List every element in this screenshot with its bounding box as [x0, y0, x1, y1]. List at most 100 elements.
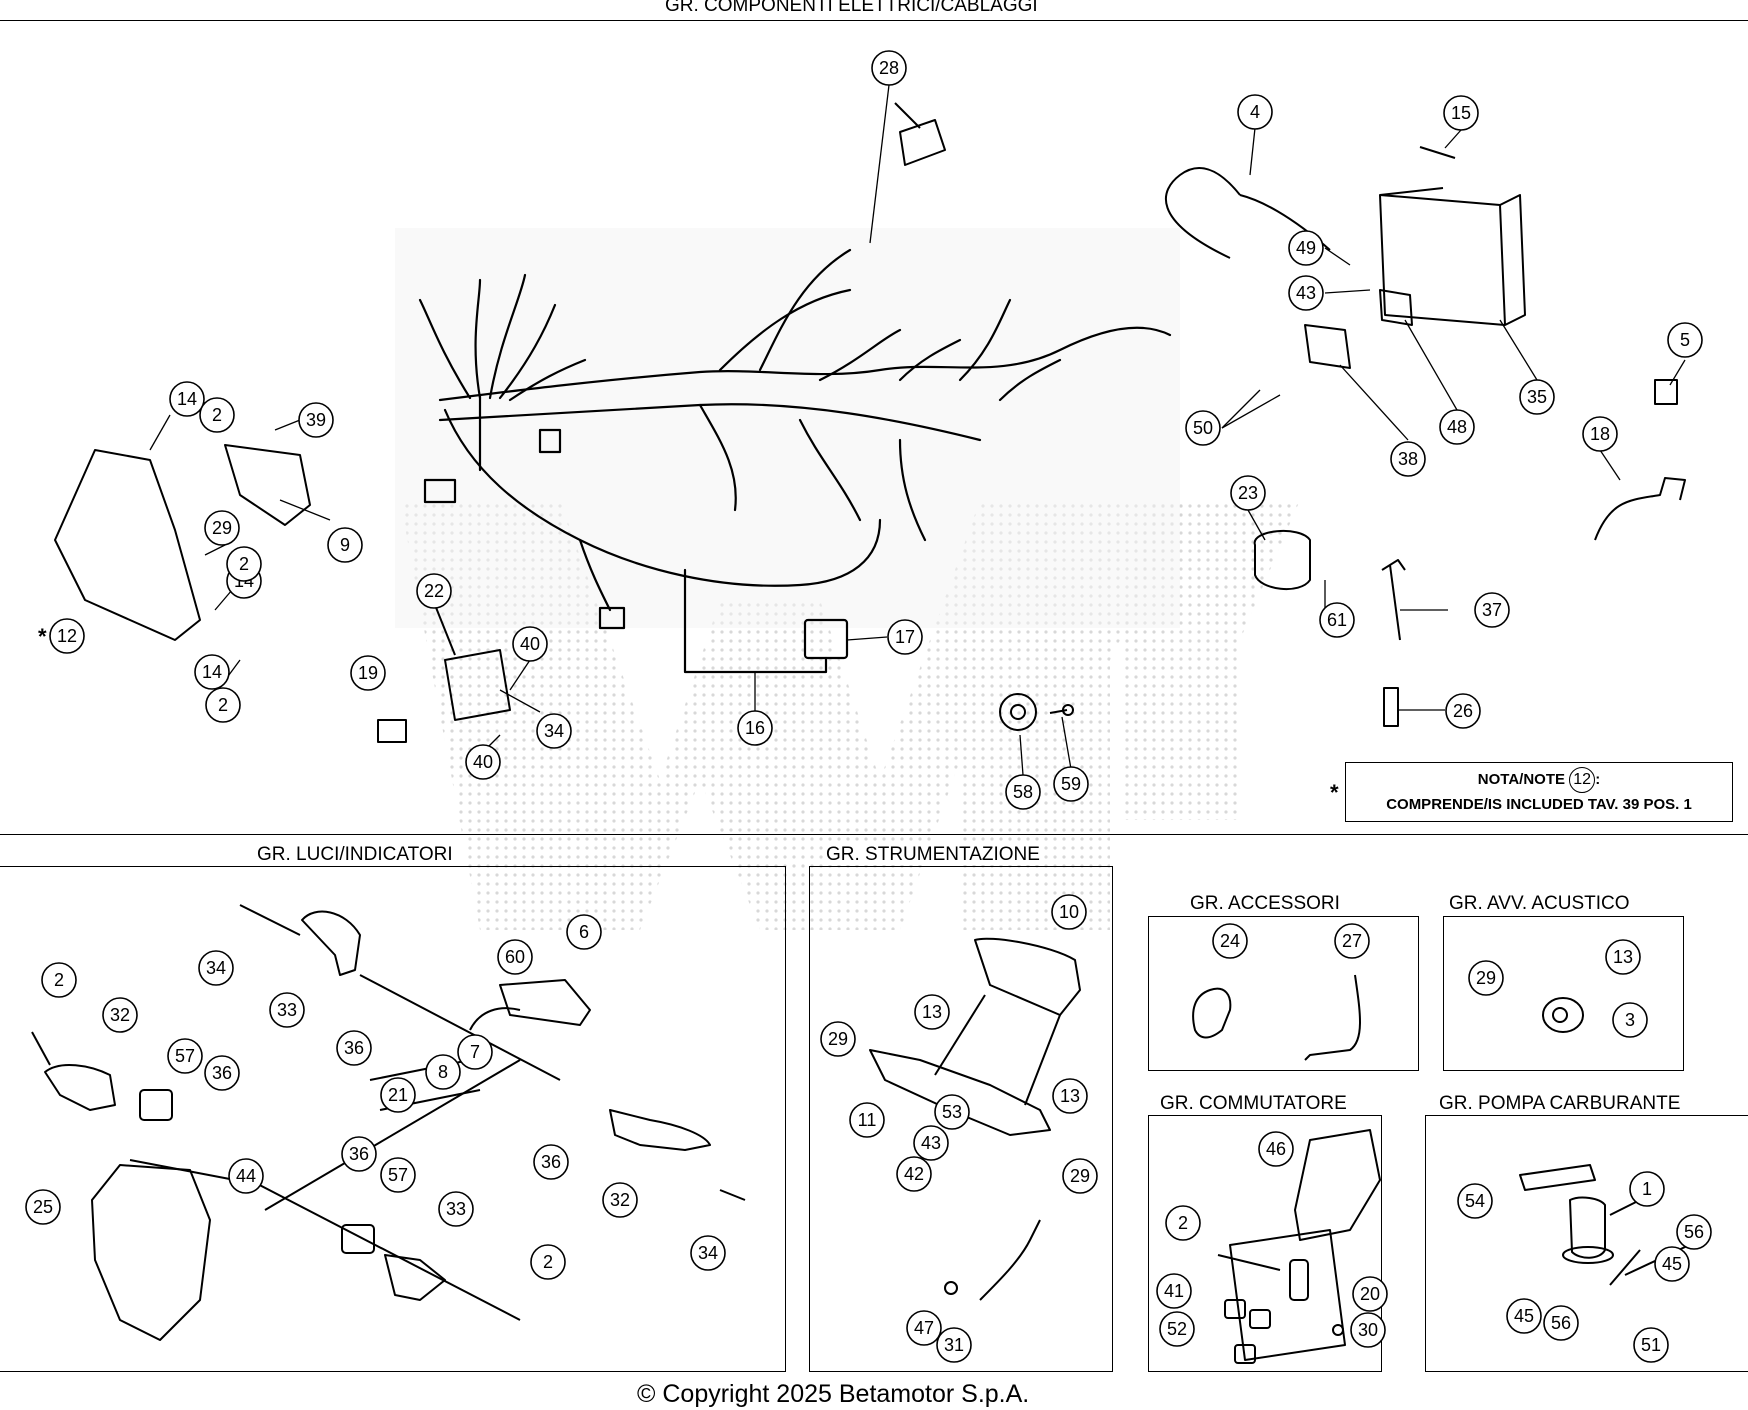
- callout-number: 16: [745, 718, 765, 738]
- callout-lights-8: 8: [425, 1054, 461, 1090]
- callout-number: 37: [1482, 600, 1502, 620]
- callout-circle: [204, 510, 240, 546]
- callout-number: 45: [1514, 1306, 1534, 1326]
- callouts-layer: 2841549433550483851814239929142121422240…: [25, 50, 1712, 1363]
- callout-circle: [336, 1030, 372, 1066]
- callout-circle: [896, 1156, 932, 1192]
- callout-electrical-17: 17: [887, 619, 923, 655]
- callout-number: 5: [1680, 330, 1690, 350]
- callout-number: 13: [1060, 1086, 1080, 1106]
- callout-switch-30: 30: [1350, 1312, 1386, 1348]
- callout-number: 13: [1613, 947, 1633, 967]
- callout-number: 22: [424, 581, 444, 601]
- callout-circle: [298, 402, 334, 438]
- callout-electrical-50: 50: [1185, 410, 1221, 446]
- callout-number: 12: [57, 626, 77, 646]
- callout-electrical-34: 34: [536, 713, 572, 749]
- title-instruments: GR. STRUMENTAZIONE: [824, 844, 1042, 865]
- callout-instruments-47: 47: [906, 1310, 942, 1346]
- callout-circle: [380, 1077, 416, 1113]
- callout-number: 14: [177, 389, 197, 409]
- callout-circle: [602, 1182, 638, 1218]
- callout-number: 29: [1476, 968, 1496, 988]
- callout-electrical-28: 28: [871, 50, 907, 86]
- callout-accessories-24: 24: [1212, 923, 1248, 959]
- callout-number: 40: [473, 752, 493, 772]
- callout-circle: [1390, 441, 1426, 477]
- callout-circle: [1443, 95, 1479, 131]
- asterisk-12: *: [38, 624, 47, 649]
- callout-number: 54: [1465, 1191, 1485, 1211]
- callout-circle: [1052, 1078, 1088, 1114]
- callout-number: 60: [505, 947, 525, 967]
- title-accessories: GR. ACCESSORI: [1188, 893, 1342, 914]
- callout-circle: [1258, 1131, 1294, 1167]
- callout-lights-7: 7: [457, 1034, 493, 1070]
- callout-circle: [1165, 1205, 1201, 1241]
- callout-fuel_pump-56: 56: [1543, 1305, 1579, 1341]
- electrical-parts: [54, 102, 1686, 743]
- panel-electrical: [0, 20, 1748, 835]
- callout-circle: [438, 1191, 474, 1227]
- callout-number: 28: [879, 58, 899, 78]
- callout-circle: [690, 1235, 726, 1271]
- callout-fuel_pump-45: 45: [1654, 1246, 1690, 1282]
- callout-circle: [41, 962, 77, 998]
- callout-number: 29: [1070, 1166, 1090, 1186]
- callout-circle: [1445, 693, 1481, 729]
- callout-number: 59: [1061, 774, 1081, 794]
- callout-number: 41: [1164, 1281, 1184, 1301]
- callout-circle: [1005, 774, 1041, 810]
- callout-circle: [1159, 1311, 1195, 1347]
- callout-accessories-27: 27: [1334, 923, 1370, 959]
- callout-electrical-14: 14: [169, 381, 205, 417]
- callout-circle: [1237, 94, 1273, 130]
- callout-number: 6: [579, 922, 589, 942]
- callout-circle: [199, 397, 235, 433]
- callout-number: 2: [212, 405, 222, 425]
- callout-circle: [1543, 1305, 1579, 1341]
- callout-circle: [167, 1038, 203, 1074]
- note-suffix: :: [1595, 771, 1601, 788]
- callout-electrical-14: 14: [194, 654, 230, 690]
- callout-circle: [194, 654, 230, 690]
- callout-electrical-35: 35: [1519, 379, 1555, 415]
- callout-instruments-31: 31: [936, 1327, 972, 1363]
- callout-lights-25: 25: [25, 1189, 61, 1225]
- callout-number: 2: [239, 554, 249, 574]
- callout-electrical-23: 23: [1230, 475, 1266, 511]
- callout-circle: [914, 994, 950, 1030]
- callout-number: 26: [1453, 701, 1473, 721]
- callout-number: 35: [1527, 387, 1547, 407]
- callout-number: 53: [942, 1102, 962, 1122]
- callout-instruments-29: 29: [820, 1021, 856, 1057]
- callout-number: 43: [1296, 283, 1316, 303]
- callout-circle: [820, 1021, 856, 1057]
- panel-accessories: [1148, 916, 1419, 1071]
- note-ref: 12: [1569, 767, 1596, 793]
- callout-circle: [1212, 923, 1248, 959]
- note-prefix: NOTA/NOTE: [1477, 771, 1566, 788]
- callout-number: 32: [110, 1005, 130, 1025]
- callout-circle: [49, 618, 85, 654]
- callout-electrical-19: 19: [350, 655, 386, 691]
- callout-circle: [1667, 322, 1703, 358]
- note-line1: NOTA/NOTE 12:: [1346, 767, 1732, 793]
- lights-parts: [31, 904, 746, 1341]
- callout-instruments-10: 10: [1051, 894, 1087, 930]
- callout-circle: [425, 1054, 461, 1090]
- callout-electrical-39: 39: [298, 402, 334, 438]
- callout-number: 36: [344, 1038, 364, 1058]
- callout-number: 2: [54, 970, 64, 990]
- callout-circle: [1288, 230, 1324, 266]
- callout-number: 14: [202, 662, 222, 682]
- callout-number: 40: [520, 634, 540, 654]
- callout-circle: [1185, 410, 1221, 446]
- callout-switch-2: 2: [1165, 1205, 1201, 1241]
- callout-circle: [204, 1055, 240, 1091]
- callout-circle: [913, 1125, 949, 1161]
- callout-electrical-2: 2: [205, 687, 241, 723]
- title-switch: GR. COMMUTATORE: [1158, 1093, 1349, 1114]
- callout-fuel_pump-56: 56: [1676, 1214, 1712, 1250]
